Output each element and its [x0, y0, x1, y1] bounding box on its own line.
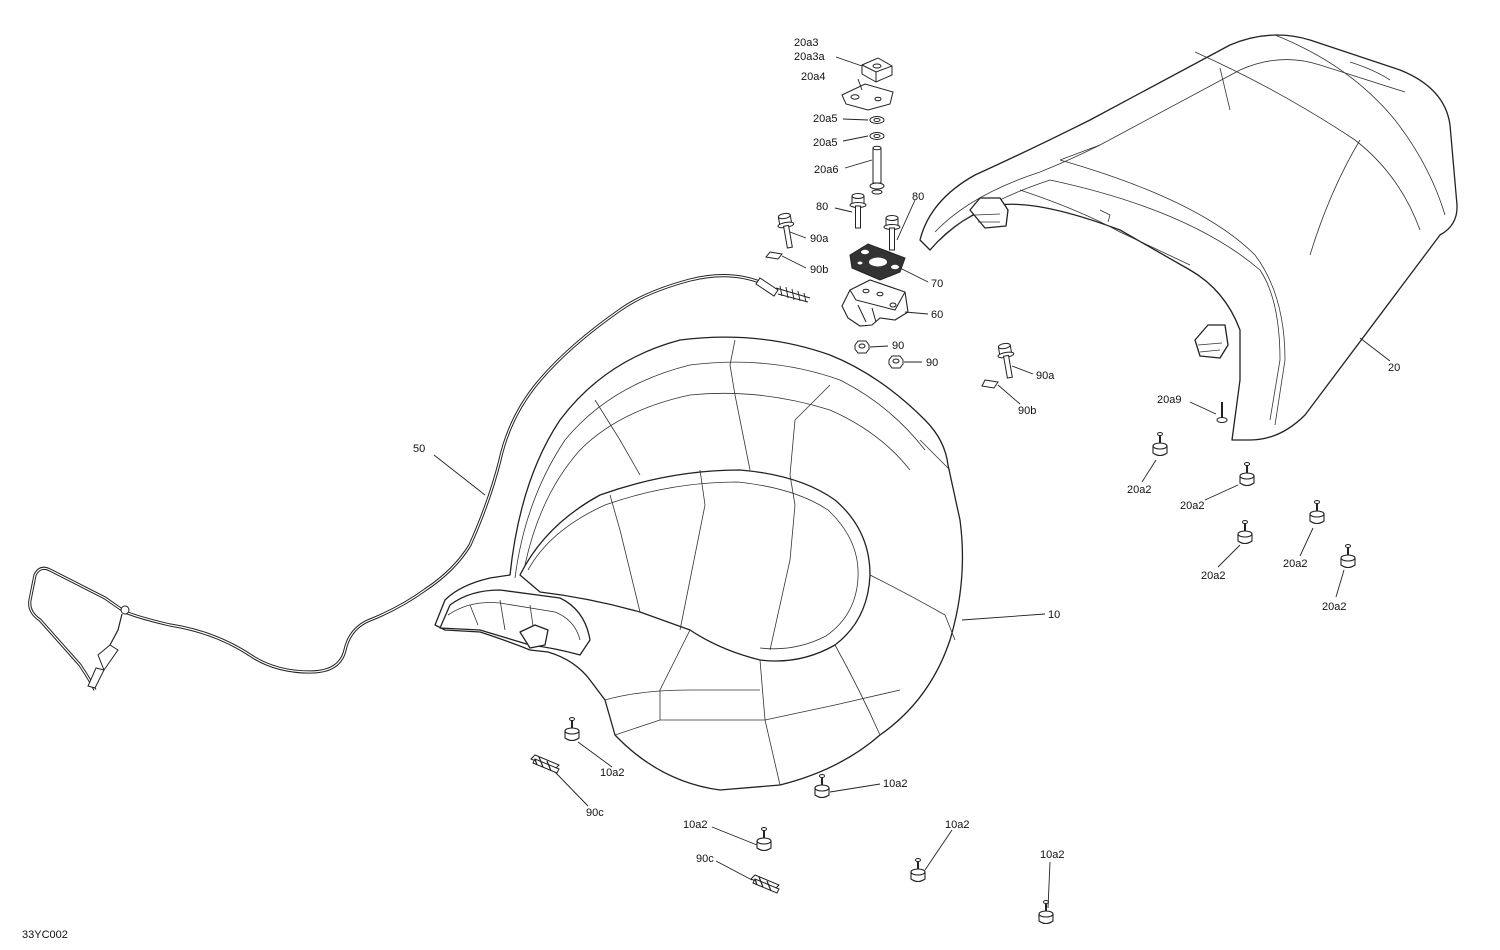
callout-20a5-bottom: 20a5 [813, 137, 837, 149]
callout-70: 70 [931, 278, 943, 290]
part-70-plate [849, 243, 906, 281]
callout-80-left: 80 [816, 201, 828, 213]
callout-90b-lower: 90b [1018, 405, 1036, 417]
callout-20a4: 20a4 [801, 71, 825, 83]
callout-20a5-top: 20a5 [813, 113, 837, 125]
part-80-bolt-right [883, 215, 901, 251]
callout-50: 50 [413, 443, 425, 455]
callout-20a2-2: 20a2 [1180, 500, 1204, 512]
callout-10a2-2: 10a2 [883, 778, 907, 790]
callout-60: 60 [931, 309, 943, 321]
part-20a5-washer-bottom [869, 132, 885, 140]
part-20a5-washer-top [869, 116, 885, 124]
part-20a6-pin [869, 145, 885, 195]
latch-hardware-stack [765, 57, 1228, 423]
leader-lines [433, 56, 1391, 909]
part-20a3-square-nut [861, 57, 893, 83]
callout-80-right: 80 [912, 191, 924, 203]
part-90-nut-left [854, 340, 870, 354]
callout-10a2-1: 10a2 [600, 767, 624, 779]
part-90-nut-right [888, 355, 904, 369]
part-20a9-pin [1216, 402, 1228, 423]
part-90a-bolt-upper [775, 211, 799, 250]
callout-90b-upper: 90b [810, 264, 828, 276]
rear-seat-part-20 [919, 34, 1458, 441]
callout-20a2-5: 20a2 [1322, 601, 1346, 613]
callout-20a6: 20a6 [814, 164, 838, 176]
part-90a-bolt-lower [995, 341, 1019, 380]
part-60-latch [841, 279, 909, 327]
callout-20a3a: 20a3a [794, 51, 825, 63]
part-90b-clip-lower [981, 379, 999, 389]
callout-10a2-5: 10a2 [1040, 849, 1064, 861]
main-seat-part-10 [434, 336, 964, 791]
callout-20a2-4: 20a2 [1283, 558, 1307, 570]
part-20a4-plate [841, 83, 894, 111]
callout-20a2-3: 20a2 [1201, 570, 1225, 582]
callout-10: 10 [1048, 609, 1060, 621]
callout-10a2-4: 10a2 [945, 819, 969, 831]
part-80-bolt-left [849, 193, 867, 229]
part-90b-clip-upper [765, 251, 783, 260]
callout-labels: 20a3 20a3a 20a4 20a5 20a5 20a6 80 80 90a… [22, 37, 1400, 941]
part-90c-clip-2 [750, 874, 780, 894]
part-90c-clip-1 [530, 754, 560, 774]
callout-20a9: 20a9 [1157, 394, 1181, 406]
callout-90c-1: 90c [586, 807, 604, 819]
callout-20a3: 20a3 [794, 37, 818, 49]
callout-10a2-3: 10a2 [683, 819, 707, 831]
callout-20a2-1: 20a2 [1127, 484, 1151, 496]
callout-20: 20 [1388, 362, 1400, 374]
diagram-code: 33YC002 [22, 929, 68, 941]
callout-90-right: 90 [926, 357, 938, 369]
callout-90-left: 90 [892, 340, 904, 352]
callout-90a-lower: 90a [1036, 370, 1055, 382]
seat-release-cable-part-50 [28, 274, 811, 691]
callout-90c-2: 90c [696, 853, 714, 865]
callout-90a-upper: 90a [810, 233, 829, 245]
